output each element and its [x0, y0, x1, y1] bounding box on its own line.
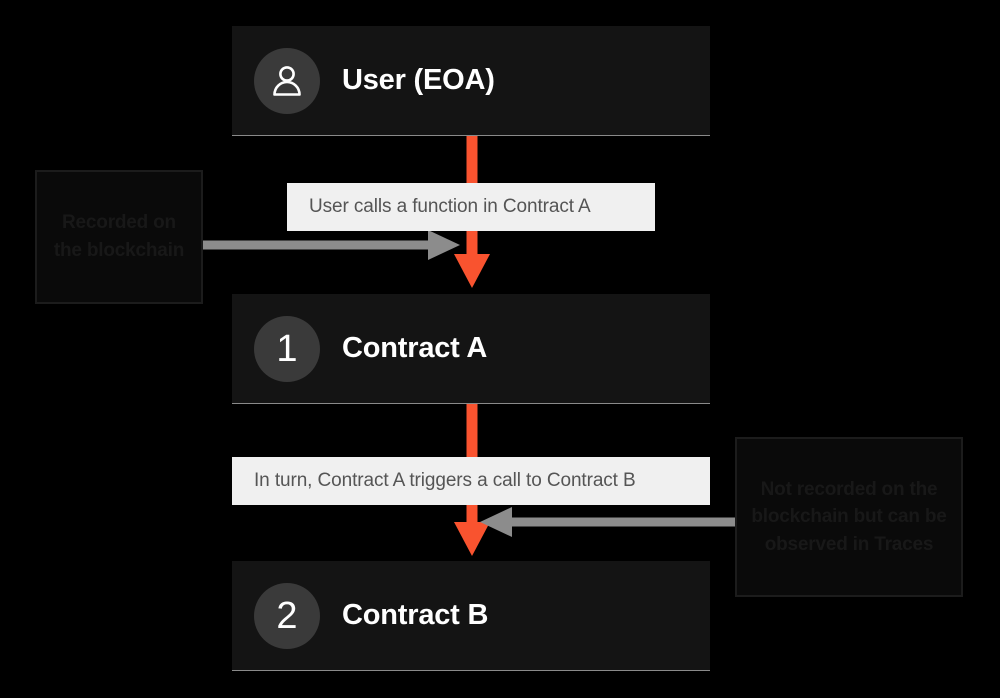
step-number-1: 1 [276, 327, 298, 370]
node-card-contract-a[interactable]: 1 Contract A [232, 294, 710, 404]
callout-pointer-arrow-left [478, 505, 740, 539]
step-number-2: 2 [276, 594, 298, 637]
node-label-user: User (EOA) [342, 64, 495, 96]
callout-recorded-on-blockchain: Recorded on the blockchain [35, 170, 203, 304]
step-label-contract-a-calls-contract-b: In turn, Contract A triggers a call to C… [232, 457, 710, 505]
step-number-badge-2: 2 [254, 582, 320, 649]
callout-pointer-arrow-right [200, 228, 462, 262]
avatar [254, 47, 320, 114]
node-label-contract-a: Contract A [342, 332, 488, 364]
callout-text-right: Not recorded on the blockchain but can b… [751, 478, 947, 555]
step-label-text-1: User calls a function in Contract A [309, 196, 591, 217]
step-label-text-2: In turn, Contract A triggers a call to C… [254, 470, 636, 491]
node-card-contract-b[interactable]: 2 Contract B [232, 561, 710, 671]
step-label-user-calls-contract-a: User calls a function in Contract A [287, 183, 655, 231]
node-label-contract-b: Contract B [342, 599, 489, 631]
step-number-badge-1: 1 [254, 315, 320, 382]
callout-text-left: Recorded on the blockchain [53, 212, 185, 261]
person-icon [273, 65, 301, 96]
node-card-user[interactable]: User (EOA) [232, 26, 710, 136]
callout-not-recorded-on-blockchain: Not recorded on the blockchain but can b… [735, 437, 963, 597]
